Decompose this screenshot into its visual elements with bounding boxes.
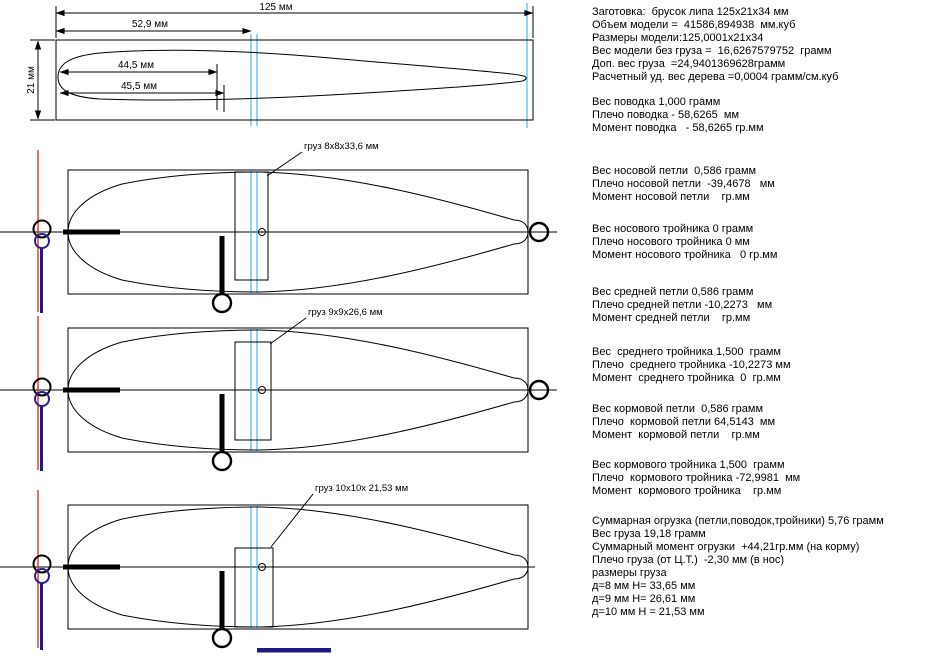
- weight-rect: [234, 547, 274, 628]
- info-line: Вес среднего тройника 1,500 грамм: [592, 346, 781, 358]
- info-line: Суммарный момент огрузки +44,21гр.мм (на…: [592, 541, 860, 553]
- cg-dot: [260, 565, 264, 569]
- info-line: Вес модели без груза = 16,6267579752 гра…: [592, 45, 832, 57]
- info-line: Доп. вес груза =24,9401369628грамм: [592, 58, 786, 70]
- leader-ring: [34, 233, 50, 249]
- belly-hook-ring: [211, 292, 233, 314]
- nose-hook-shank: [63, 229, 120, 235]
- nose-loop-group: Вес носовой петли 0,586 грамм Плечо носо…: [592, 165, 942, 204]
- info-line: Плечо среднего тройника -10,2273 мм: [592, 359, 791, 371]
- calculations-panel: Заготовка: брусок липа 125х21х34 мм Объе…: [592, 6, 942, 619]
- belly-hook-shank: [219, 571, 225, 628]
- weight-leader-line: [270, 493, 314, 548]
- info-line: Вес кормового тройника 1,500 грамм: [592, 459, 785, 471]
- top-view-3: груз 10x10x 21,53 мм: [0, 483, 535, 653]
- cg-mark: [258, 386, 266, 394]
- nose-ring: [32, 554, 52, 574]
- weight-leader-line: [266, 151, 303, 177]
- info-line: д=8 мм Н= 33,65 мм: [592, 580, 696, 592]
- side-view-drawing: 125 мм 52,9 мм 44,5 мм 45,5 мм 21 мм: [26, 2, 534, 128]
- info-line: Плечо кормовой петли 64,5143 мм: [592, 416, 776, 428]
- blank-outline: [55, 39, 534, 121]
- weight-rect: [234, 171, 269, 281]
- lower-dimension-label: 45,5 мм: [121, 81, 157, 92]
- info-line: Плечо груза (от Ц.Т.) -2,30 мм (в нос): [592, 554, 785, 566]
- info-line: Момент средней петли гр.мм: [592, 312, 751, 324]
- top-view-1: груз 8x8x33,6 мм: [0, 141, 557, 314]
- tail-ring: [528, 221, 550, 243]
- upper-dimension-label: 44,5 мм: [118, 60, 154, 71]
- info-line: Размеры модели:125,0001х21х34: [592, 32, 764, 44]
- weight-label: груз 8x8x33,6 мм: [304, 141, 379, 152]
- nose-hook-shank: [63, 564, 120, 570]
- belly-hook-ring: [211, 627, 233, 649]
- cg-offset-dimension-label: 52,9 мм: [132, 19, 168, 30]
- height-dimension-label: 21 мм: [26, 66, 37, 94]
- drawings-area: 125 мм 52,9 мм 44,5 мм 45,5 мм 21 мм: [0, 2, 557, 653]
- tail-treble-group: Вес кормового тройника 1,500 грамм Плечо…: [592, 459, 942, 498]
- info-line: Вес носового тройника 0 грамм: [592, 223, 754, 235]
- leader-ring: [34, 568, 50, 584]
- leader-ring: [34, 391, 50, 407]
- info-line: Вес груза 19,18 грамм: [592, 528, 706, 540]
- info-line: Момент среднего тройника 0 гр.мм: [592, 372, 781, 384]
- info-line: Плечо кормового тройника -72,9981 мм: [592, 472, 801, 484]
- middle-loop-group: Вес средней петли 0,586 грамм Плечо сред…: [592, 286, 942, 325]
- nose-treble-group: Вес носового тройника 0 грамм Плечо носо…: [592, 223, 942, 262]
- height-dimension: [30, 39, 55, 121]
- info-line: Плечо средней петли -10,2273 мм: [592, 299, 773, 311]
- info-line: Момент носовой петли гр.мм: [592, 191, 750, 203]
- lure-side-profile: [57, 49, 527, 101]
- info-line: Момент носового тройника 0 гр.мм: [592, 249, 778, 261]
- cg-mark: [258, 228, 266, 236]
- summary-group: Суммарная огрузка (петли,поводок,тройник…: [592, 515, 942, 619]
- info-line: Вес кормовой петли 0,586 грамм: [592, 403, 764, 415]
- info-line: Расчетный уд. вес дерева =0,0004 грамм/с…: [592, 71, 839, 83]
- weight-label: груз 10x10x 21,53 мм: [315, 483, 408, 494]
- info-line: Вес поводка 1,000 грамм: [592, 96, 721, 108]
- info-line: Плечо поводка - 58,6265 мм: [592, 109, 740, 121]
- cg-dot: [260, 230, 264, 234]
- length-dimension: [55, 6, 534, 38]
- info-line: Вес носовой петли 0,586 грамм: [592, 165, 757, 177]
- weight-leader-line: [269, 317, 307, 345]
- info-line: Плечо носового тройника 0 мм: [592, 236, 750, 248]
- info-line: Момент поводка - 58,6265 гр.мм: [592, 122, 764, 134]
- keel-weight-bar: [257, 648, 331, 653]
- blank-parameters-group: Заготовка: брусок липа 125х21х34 мм Объе…: [592, 6, 942, 84]
- lower-dimension: [59, 85, 225, 112]
- belly-hook-ring: [211, 450, 233, 472]
- tail-ring: [528, 379, 550, 401]
- leader-group: Вес поводка 1,000 грамм Плечо поводка - …: [592, 96, 942, 135]
- info-line: Суммарная огрузка (петли,поводок,тройник…: [592, 515, 884, 527]
- weight-rect: [234, 341, 272, 441]
- info-line: Объем модели = 41586,894938 мм.куб: [592, 19, 796, 31]
- info-line: Момент кормового тройника гр.мм: [592, 485, 782, 497]
- info-line: д=9 мм Н= 26,61 мм: [592, 593, 696, 605]
- cg-mark: [258, 563, 266, 571]
- upper-dimension: [59, 64, 218, 110]
- info-line: Вес средней петли 0,586 грамм: [592, 286, 754, 298]
- belly-hook-shank: [219, 394, 225, 451]
- nose-ring: [32, 219, 52, 239]
- nose-hook-shank: [63, 387, 120, 393]
- weight-label: груз 9x9x26,6 мм: [308, 307, 383, 318]
- info-line: Плечо носовой петли -39,4678 мм: [592, 178, 775, 190]
- info-line: Заготовка: брусок липа 125х21х34 мм: [592, 6, 789, 18]
- cg-dot: [260, 388, 264, 392]
- body-outline: [67, 171, 529, 293]
- body-outline: [67, 329, 529, 451]
- body-outline: [67, 506, 529, 628]
- belly-hook-shank: [219, 236, 225, 293]
- middle-treble-group: Вес среднего тройника 1,500 грамм Плечо …: [592, 346, 942, 385]
- nose-ring: [32, 377, 52, 397]
- length-dimension-label: 125 мм: [259, 2, 292, 13]
- tail-loop-group: Вес кормовой петли 0,586 грамм Плечо кор…: [592, 403, 942, 442]
- info-line: размеры груза: [592, 567, 667, 579]
- info-line: Момент кормовой петли гр.мм: [592, 429, 760, 441]
- top-view-2: груз 9x9x26,6 мм: [0, 307, 557, 472]
- info-line: д=10 мм Н = 21,53 мм: [592, 606, 705, 618]
